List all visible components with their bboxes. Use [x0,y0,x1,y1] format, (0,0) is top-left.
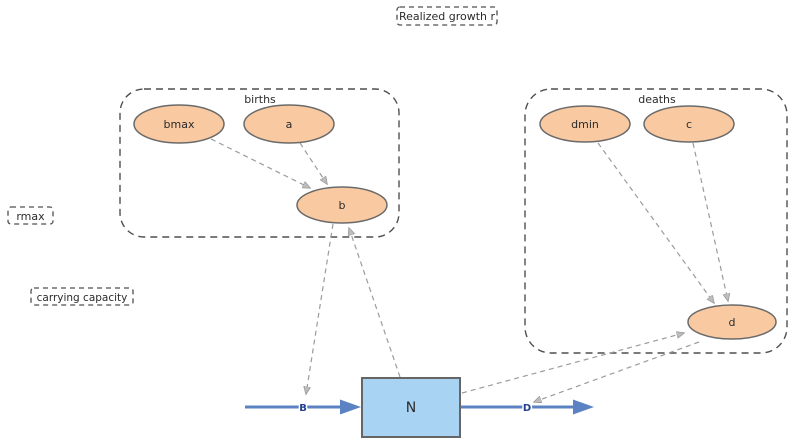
a-label: a [286,118,293,131]
dmin-ellipse[interactable] [539,105,631,143]
c-label: c [686,118,692,131]
label-carrying-capacity[interactable]: carrying capacity [30,287,134,306]
dmin-label: dmin [571,118,599,131]
realized-growth-box[interactable] [396,6,498,26]
outflow-arrowhead-icon [573,399,594,415]
carrying-capacity-text: carrying capacity [37,292,128,304]
births-group-border[interactable] [119,88,400,238]
b-ellipse[interactable] [296,186,388,224]
rmax-text: rmax [16,210,45,223]
carrying-capacity-box[interactable] [30,287,134,306]
inflow-arrowhead-icon [340,399,361,415]
inflow-pipe[interactable]: B [245,399,361,416]
edge-bmax-to-b[interactable] [210,138,310,188]
node-bmax[interactable]: bmax [133,104,225,144]
outflow-valve-label[interactable]: D [521,402,532,416]
node-b[interactable]: b [296,186,388,224]
c-ellipse[interactable] [643,105,735,143]
edge-c-to-d[interactable] [692,142,728,301]
edge-n-to-b[interactable] [349,228,401,378]
edge-n-to-d[interactable] [461,333,684,394]
group-deaths[interactable]: deaths [524,88,788,354]
edge-dmin-to-d[interactable] [597,142,714,303]
edge-d-to-outflow[interactable] [534,341,700,402]
d-ellipse[interactable] [687,304,777,340]
births-group-label: births [244,93,276,106]
stock-n-label: N [406,400,416,416]
bmax-ellipse[interactable] [133,104,225,144]
bmax-label: bmax [164,118,195,131]
edge-a-to-b[interactable] [299,142,327,184]
rmax-box[interactable] [7,206,54,225]
group-births[interactable]: births [119,88,400,238]
outflow-pipe[interactable]: D [461,399,594,416]
label-rmax[interactable]: rmax [7,206,54,225]
label-realized-growth[interactable]: Realized growth r [396,6,498,26]
realized-growth-text: Realized growth r [399,10,496,23]
node-a[interactable]: a [243,104,335,144]
d-label: d [729,316,736,329]
stock-n[interactable]: N [361,377,461,438]
node-c[interactable]: c [643,105,735,143]
inflow-valve-label[interactable]: B [298,402,309,416]
stock-n-rect[interactable] [361,377,461,438]
a-ellipse[interactable] [243,104,335,144]
node-d[interactable]: d [687,304,777,340]
edge-b-to-inflow[interactable] [306,223,334,394]
deaths-group-label: deaths [638,93,676,106]
b-label: b [339,199,346,212]
node-dmin[interactable]: dmin [539,105,631,143]
